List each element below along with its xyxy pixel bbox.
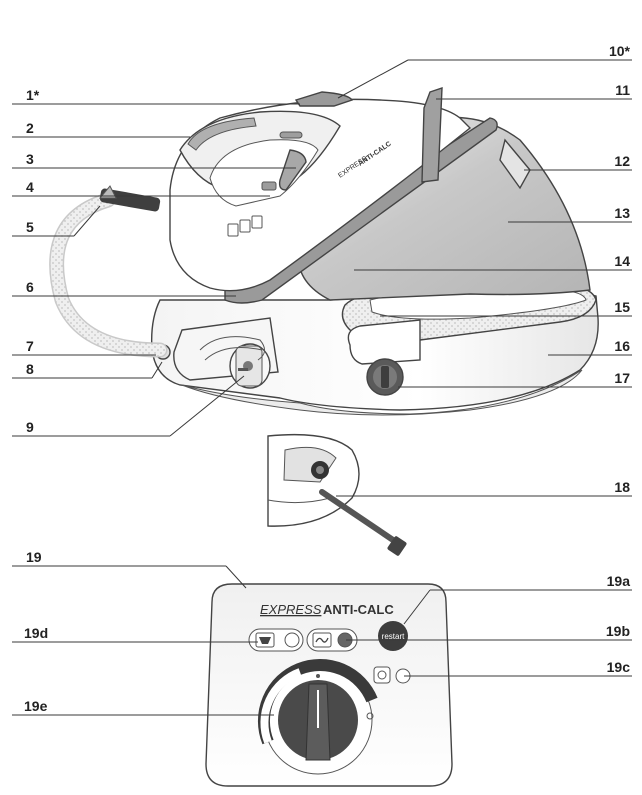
label-15: 15 bbox=[614, 299, 630, 315]
label-17: 17 bbox=[614, 370, 630, 386]
steam-dial[interactable] bbox=[257, 658, 378, 775]
iron: EXPRESS ANTI-CALC bbox=[169, 87, 498, 304]
leader-lines bbox=[12, 59, 632, 716]
panel-anticalc-text: ANTI-CALC bbox=[323, 602, 394, 617]
label-4: 4 bbox=[26, 179, 34, 195]
anticalc-indicator bbox=[248, 628, 304, 652]
label-11: 11 bbox=[615, 82, 630, 98]
control-panel: EXPRESS ANTI-CALC restart bbox=[205, 583, 453, 787]
cartridge-icon bbox=[259, 637, 271, 644]
restart-button[interactable]: restart bbox=[378, 621, 408, 651]
label-8: 8 bbox=[26, 361, 34, 377]
callout-labels: 1* 2 3 4 5 6 7 8 9 19 19d 19e 10* 11 12 … bbox=[24, 43, 631, 714]
panel-express-text: EXPRESS bbox=[260, 602, 322, 617]
label-16: 16 bbox=[614, 338, 630, 354]
label-12: 12 bbox=[614, 153, 630, 169]
label-7: 7 bbox=[26, 338, 34, 354]
label-9: 9 bbox=[26, 419, 34, 435]
label-10: 10* bbox=[609, 43, 631, 59]
label-1: 1* bbox=[26, 87, 40, 103]
base-station bbox=[150, 283, 599, 416]
label-6: 6 bbox=[26, 279, 34, 295]
eco-icon bbox=[377, 670, 387, 680]
label-14: 14 bbox=[614, 253, 630, 269]
label-13: 13 bbox=[614, 205, 630, 221]
power-plug bbox=[229, 343, 271, 389]
restart-button-label: restart bbox=[382, 632, 405, 641]
label-19: 19 bbox=[26, 549, 42, 565]
label-5: 5 bbox=[26, 219, 34, 235]
anticalc-knob[interactable] bbox=[366, 358, 404, 396]
steam-hose bbox=[49, 185, 168, 358]
label-19e: 19e bbox=[24, 698, 48, 714]
label-2: 2 bbox=[26, 120, 34, 136]
iron-temperature-icons bbox=[227, 215, 263, 237]
label-18: 18 bbox=[614, 479, 630, 495]
label-19d: 19d bbox=[24, 625, 48, 641]
label-19a: 19a bbox=[607, 573, 631, 589]
wave-arrow-icon bbox=[315, 637, 329, 643]
anticalc-detail bbox=[267, 433, 407, 556]
label-19c: 19c bbox=[607, 659, 631, 675]
label-19b: 19b bbox=[606, 623, 630, 639]
label-3: 3 bbox=[26, 151, 34, 167]
eco-indicator bbox=[373, 666, 411, 684]
